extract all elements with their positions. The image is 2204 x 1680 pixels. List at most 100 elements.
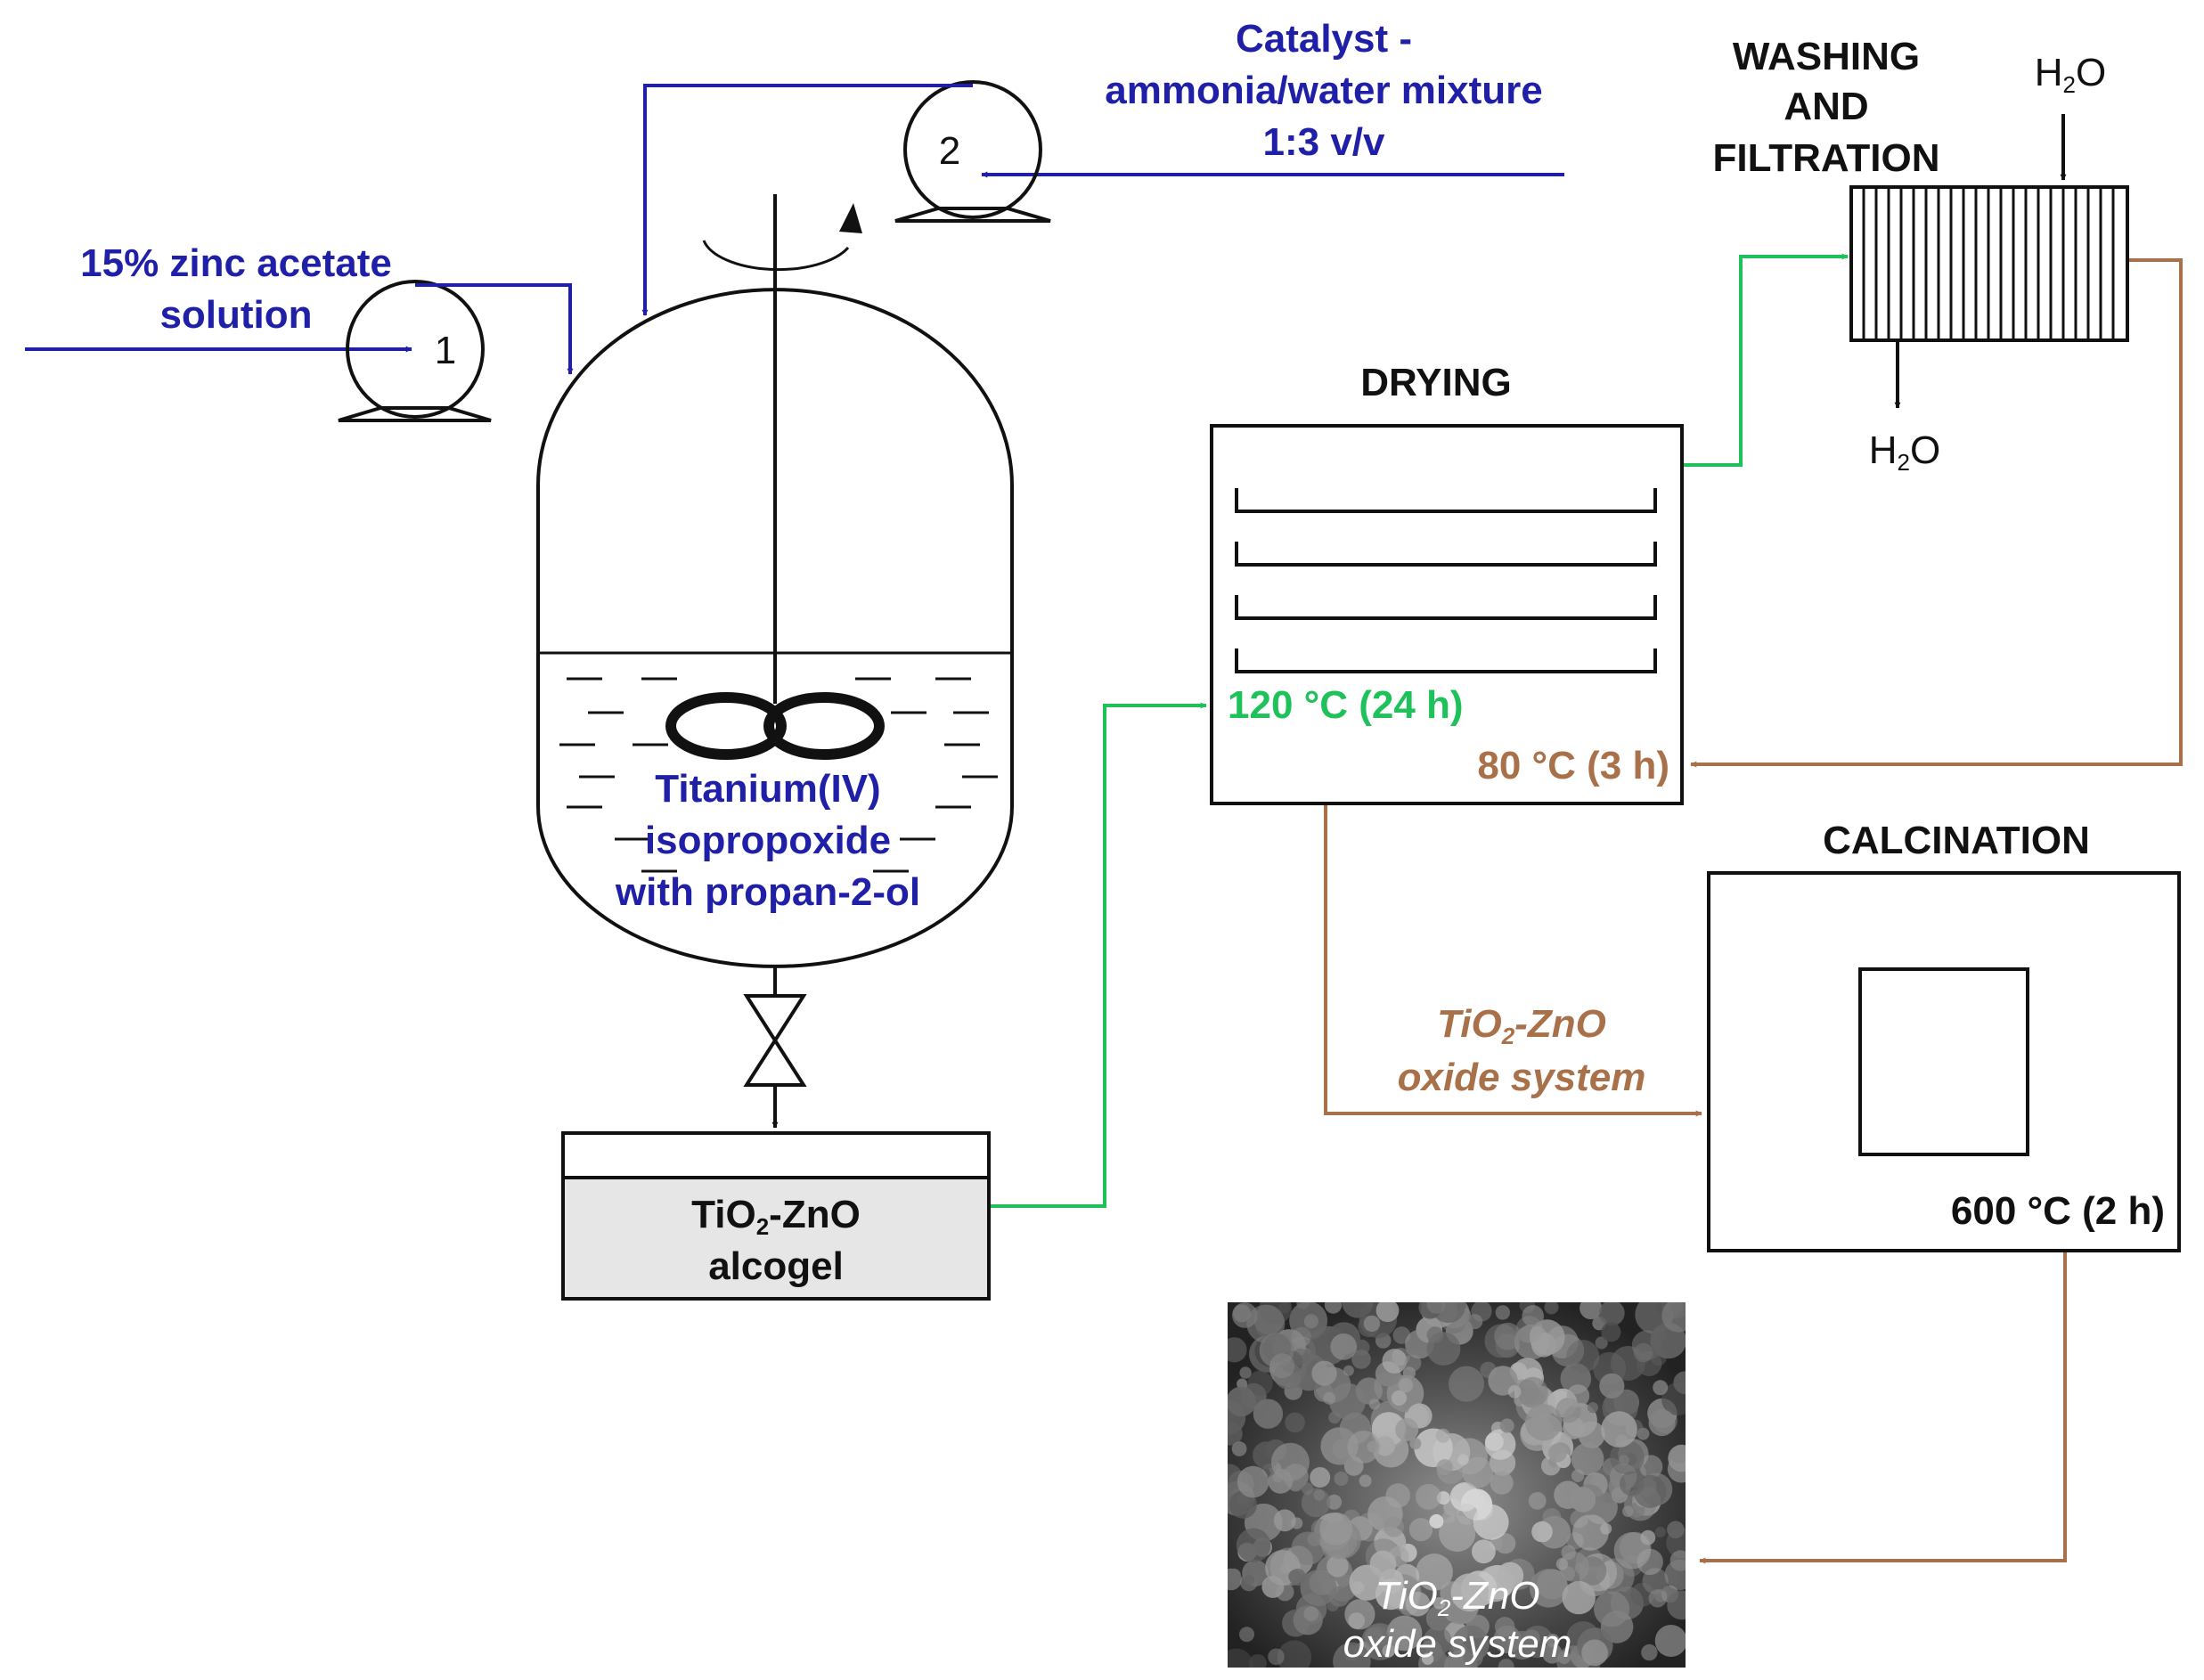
water-out: H2O (1869, 342, 1940, 476)
sem-particle (1669, 1550, 1686, 1571)
sem-particle (1562, 1580, 1596, 1615)
sem-particle (1473, 1504, 1509, 1540)
sem-particle (1618, 1455, 1629, 1466)
sem-particle (1522, 1305, 1544, 1327)
sem-particle (1457, 1454, 1469, 1465)
sem-particle (1570, 1487, 1596, 1513)
sem-particle (1323, 1391, 1336, 1405)
sem-particle (1330, 1333, 1358, 1360)
sem-particle (1450, 1573, 1490, 1612)
sem-particle (1247, 1370, 1273, 1397)
sem-particle (1490, 1471, 1514, 1495)
sem-particle (1581, 1639, 1608, 1667)
sem-particle (1449, 1482, 1480, 1512)
sem-particle (1499, 1418, 1514, 1433)
liquid-surface-dashes (559, 677, 998, 873)
sem-particle (1344, 1599, 1375, 1630)
sem-particle (1301, 1482, 1314, 1495)
sem-particle (1343, 1365, 1354, 1376)
alcogel-to-drying-line (991, 702, 1207, 1208)
sem-particle (1273, 1509, 1296, 1532)
sem-particle (1231, 1441, 1247, 1456)
sem-particle (1239, 1366, 1252, 1379)
sem-particle (1529, 1569, 1569, 1608)
sem-particle (1415, 1483, 1441, 1510)
svg-text:solution: solution (159, 293, 312, 337)
sem-particle (1334, 1472, 1349, 1486)
sem-particle (1395, 1418, 1419, 1441)
sem-particle (1329, 1382, 1366, 1420)
sem-particle (1571, 1469, 1585, 1482)
drying-temp-2: 80 °C (3 h) (1477, 744, 1669, 787)
sem-particle (1640, 1529, 1656, 1545)
sem-particle (1426, 1302, 1447, 1314)
sem-particle (1599, 1373, 1625, 1399)
sem-particle (1307, 1532, 1322, 1546)
sem-micrograph-image: TiO2-ZnO oxide system (1228, 1302, 1686, 1668)
sem-particle (1654, 1527, 1666, 1537)
sem-particle (1639, 1455, 1663, 1479)
svg-text:H2O: H2O (1869, 428, 1940, 476)
sem-particle (1634, 1342, 1653, 1363)
svg-text:Titanium(IV): Titanium(IV) (655, 767, 880, 811)
calcination-to-product-line (1699, 1252, 2067, 1564)
sem-particle (1435, 1428, 1450, 1443)
drying-to-washing-line (1684, 253, 1849, 467)
sem-particle (1292, 1348, 1310, 1366)
svg-text:isopropoxide: isopropoxide (645, 819, 891, 862)
sem-particle (1363, 1315, 1381, 1333)
sem-particle (1561, 1545, 1576, 1560)
pump-icon: 1 (338, 280, 492, 422)
sem-particle (1423, 1627, 1452, 1655)
sem-particle (1375, 1578, 1407, 1611)
sem-particle (1566, 1384, 1590, 1407)
sem-particle (1494, 1617, 1515, 1637)
sem-particle (1670, 1447, 1686, 1464)
alcogel-label: alcogel (708, 1244, 844, 1288)
filter-icon (1849, 185, 2129, 342)
sem-particle (1429, 1513, 1444, 1529)
drying-title: DRYING (1360, 361, 1512, 404)
drying-oven: 120 °C (24 h) 80 °C (3 h) (1210, 424, 1684, 805)
pump-2-number: 2 (939, 129, 960, 173)
calcination-temp: 600 °C (2 h) (1951, 1189, 2165, 1233)
drying-to-calcination-line (1324, 805, 1702, 1117)
sem-particle (1637, 1548, 1663, 1576)
sem-particle (1228, 1386, 1257, 1417)
sem-particle (1248, 1654, 1267, 1668)
sem-particle (1398, 1377, 1414, 1393)
drying-trays (1235, 488, 1657, 673)
sem-particle (1228, 1648, 1253, 1668)
sem-particle (1351, 1350, 1371, 1369)
sem-particle (1421, 1652, 1434, 1666)
sem-particle (1653, 1380, 1669, 1396)
zinc-acetate-label: 15% zinc acetate solution (80, 241, 392, 337)
sem-particle (1601, 1322, 1621, 1342)
sem-particle (1404, 1354, 1422, 1372)
sem-particle (1667, 1590, 1686, 1620)
sem-particle (1587, 1402, 1598, 1414)
sem-particle (1311, 1360, 1337, 1386)
sem-particle (1328, 1411, 1341, 1424)
sem-particle (1498, 1659, 1514, 1668)
sem-particle (1620, 1471, 1645, 1497)
sem-particle (1391, 1390, 1408, 1406)
sem-particle (1239, 1627, 1254, 1643)
svg-text:Catalyst -: Catalyst - (1236, 17, 1412, 61)
pump2-to-reactor-line (641, 84, 973, 316)
sem-particle (1571, 1442, 1604, 1476)
sem-particle (1546, 1634, 1560, 1648)
sem-particle (1484, 1429, 1516, 1460)
sem-particle (1529, 1319, 1565, 1356)
sem-particle (1495, 1533, 1516, 1554)
svg-text:15% zinc acetate: 15% zinc acetate (80, 241, 392, 285)
svg-text:with propan-2-ol: with propan-2-ol (615, 870, 920, 914)
catalyst-label: Catalyst - ammonia/water mixture 1:3 v/v (1105, 17, 1543, 164)
sem-particle (1375, 1436, 1395, 1456)
alcogel-formula: TiO2-ZnO (691, 1193, 861, 1240)
sem-particle (1408, 1518, 1433, 1542)
sem-particle (1462, 1456, 1494, 1488)
sem-particle (1566, 1340, 1600, 1374)
sem-particle (1405, 1329, 1434, 1359)
